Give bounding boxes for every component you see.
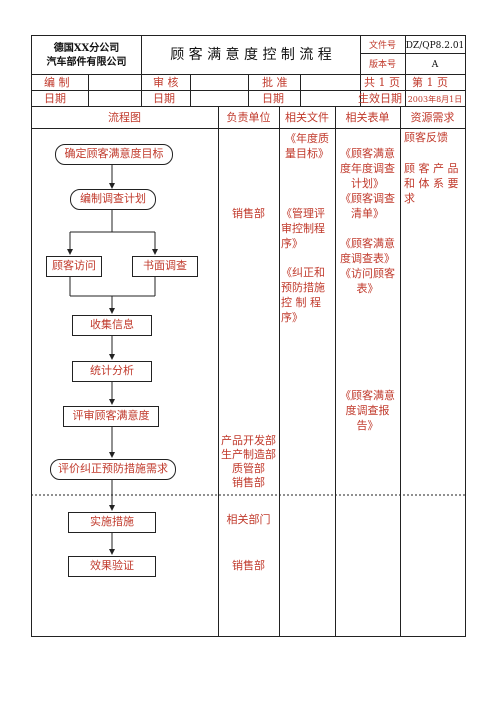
form-annual-survey-plan: 《顾客满意 度年度调查 计划》 《顾客调查 清单》 [340, 147, 395, 220]
col-header-forms: 相关表单 [345, 111, 390, 124]
version-label: 版本号 [368, 60, 396, 70]
form-survey-questionnaire: 《顾客满意 度调查表》 《访问顾客 表》 [340, 237, 395, 295]
flow-step-evaluate-corrective-needs: 评价纠正预防措施需求 [50, 459, 176, 480]
company-name-line2: 汽车部件有限公司 [46, 57, 127, 68]
col-header-resources: 资源需求 [410, 111, 455, 124]
responsible-related-depts: 相关部门 [226, 513, 271, 526]
doc-number-value: DZ/QP8.2.01 [405, 41, 465, 51]
form-survey-report: 《顾客满意 度调查报 告》 [340, 389, 395, 432]
doc-management-review-procedure: 《管理评 审控制程 序》 [281, 207, 325, 250]
total-pages: 共 1 页 [364, 76, 400, 89]
flow-step-review-satisfaction: 评审顾客满意度 [63, 406, 159, 427]
resource-customer-requirements: 顾 客 产 品 和 体 系 要 求 [404, 162, 459, 205]
compiled-by-label: 编 制 [44, 76, 70, 89]
doc-corrective-preventive-procedure: 《纠正和 预防措施 控 制 程 序》 [281, 266, 325, 324]
responsible-multi-departments: 产品开发部 生产制造部 质管部 销售部 [221, 434, 276, 489]
reviewed-by-label: 审 核 [153, 76, 179, 89]
flow-step-compile-survey-plan: 编制调查计划 [70, 189, 156, 210]
responsible-sales-2: 销售部 [232, 559, 265, 572]
company-name-line1: 德国XX分公司 [53, 43, 120, 54]
date-label-2: 日期 [153, 92, 175, 105]
resource-customer-feedback: 顾客反馈 [404, 131, 448, 144]
approved-by-label: 批 准 [262, 76, 288, 89]
doc-annual-quality-target: 《年度质 量目标》 [285, 132, 329, 160]
flow-step-implement-measures: 实施措施 [68, 512, 156, 533]
document-title: 顾 客 满 意 度 控 制 流 程 [170, 47, 332, 63]
page-number: 第 1 页 [412, 76, 448, 89]
flow-step-written-survey: 书面调查 [132, 256, 198, 277]
version-value: A [431, 60, 439, 70]
flow-step-statistical-analysis: 统计分析 [72, 361, 152, 382]
col-header-flowchart: 流程图 [108, 111, 141, 124]
date-label-3: 日期 [262, 92, 284, 105]
date-label-1: 日期 [44, 92, 66, 105]
flow-step-collect-info: 收集信息 [72, 315, 152, 336]
effective-date-value: 2003年8月1日 [407, 95, 463, 104]
responsible-sales-1: 销售部 [232, 207, 265, 220]
effective-date-label: 生效日期 [358, 92, 402, 105]
col-header-documents: 相关文件 [285, 111, 329, 124]
col-header-responsible: 负责单位 [226, 111, 271, 124]
flow-step-verify-effect: 效果验证 [68, 556, 156, 577]
doc-number-label: 文件号 [368, 41, 396, 51]
flow-step-set-satisfaction-target: 确定顾客满意度目标 [55, 144, 173, 165]
flow-step-customer-visit: 顾客访问 [46, 256, 102, 277]
